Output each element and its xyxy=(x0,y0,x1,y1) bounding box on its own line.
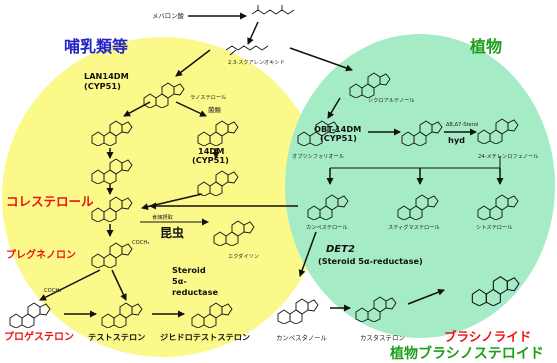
coch3-label-a: COCH₃ xyxy=(132,240,149,246)
squalene-molecule xyxy=(251,5,295,15)
progesterone-label: プロゲステロン xyxy=(4,330,74,343)
lanosterol-label: ラノステロール xyxy=(190,94,226,101)
coch3-label-b: COCH₃ xyxy=(44,288,61,294)
cycloartenol-to-obtusifoliol-arrow xyxy=(327,97,341,119)
progesterone-molecule xyxy=(9,302,51,328)
reductase-line-1: Steroid xyxy=(172,265,206,275)
campesterol-to-campestanol-arrow xyxy=(298,231,317,277)
reductase-line-3: reductase xyxy=(172,287,218,297)
obtusifoliol-label: オブツシフォリオール xyxy=(292,152,344,160)
dietary-intake-label: 食餌摂取 xyxy=(152,213,174,221)
mevalonate-label: メバロン酸 xyxy=(152,11,185,20)
plant-brassinosteroid-label: 植物ブラシノステロイド xyxy=(389,345,544,362)
det2-desc: (Steroid 5α-reductase) xyxy=(318,256,423,266)
enzyme-obt: OBT-14DM xyxy=(314,124,361,134)
enzyme-obt-sub: (CYP51) xyxy=(320,133,357,143)
campesterol-label: カンペステロール xyxy=(306,224,348,231)
enzyme-lan14dm: LAN14DM xyxy=(84,71,129,81)
pregnenolone-label: プレグネノロン xyxy=(6,248,76,261)
mammal-region-title: 哺乳類等 xyxy=(64,37,128,56)
oxidosqualene-label: 2,3-スクアレンオキシド xyxy=(228,59,285,66)
plant-region-title: 植物 xyxy=(469,37,502,56)
dht-label: ジヒドロテストステロン xyxy=(160,332,250,342)
plant-region xyxy=(285,34,555,338)
oxide-to-lanosterol-arrow xyxy=(175,49,211,77)
cholesterol-label: コレステロール xyxy=(6,194,94,209)
det2-label: DET2 xyxy=(326,244,355,255)
mammal-region xyxy=(2,37,324,357)
fungi-label: 菌類 xyxy=(208,105,221,114)
pregnenolone-to-progesterone-arrow xyxy=(39,269,101,301)
hyd-label: hyd xyxy=(448,135,465,145)
enzyme-14dm: 14DM xyxy=(198,146,224,156)
pregnenolone-to-testosterone-arrow xyxy=(111,269,127,301)
stigmasterol-label: スティグマステロール xyxy=(388,223,440,231)
oxide-to-cycloartenol-arrow xyxy=(289,47,353,72)
ecdysone-label: エクダイソン xyxy=(228,252,259,260)
lanosterol-to-fungi-arrow xyxy=(175,101,207,117)
castasterone-to-brassinolide-arrow xyxy=(407,288,445,305)
campestanol-molecule xyxy=(277,298,319,324)
cycloartenol-label: シクロアルテノール xyxy=(368,97,414,104)
reductase-line-2: 5α- xyxy=(172,276,187,286)
epoxide-label: Δ8,Δ7-Sterol xyxy=(446,122,478,128)
campestanol-label: カンペスタノール xyxy=(276,333,328,342)
oxidosqualene-molecule xyxy=(225,45,269,56)
squalene-to-oxide-arrow xyxy=(247,21,259,45)
castasterone-label: カスタステロン xyxy=(360,333,405,342)
lanosterol-to-mammal-arrow xyxy=(123,101,151,117)
enzyme-lan14dm-sub: (CYP51) xyxy=(84,81,121,91)
enzyme-14dm-sub: (CYP51) xyxy=(192,155,229,165)
sitosterol-label: シトステロール xyxy=(476,224,512,231)
methylenelophenol-label: 24-メチレンロフェノール xyxy=(478,153,538,160)
testosterone-label: テストステロン xyxy=(88,332,145,342)
brassinolide-label: ブラシノライド xyxy=(444,329,531,344)
insect-label: 昆虫 xyxy=(160,225,184,240)
